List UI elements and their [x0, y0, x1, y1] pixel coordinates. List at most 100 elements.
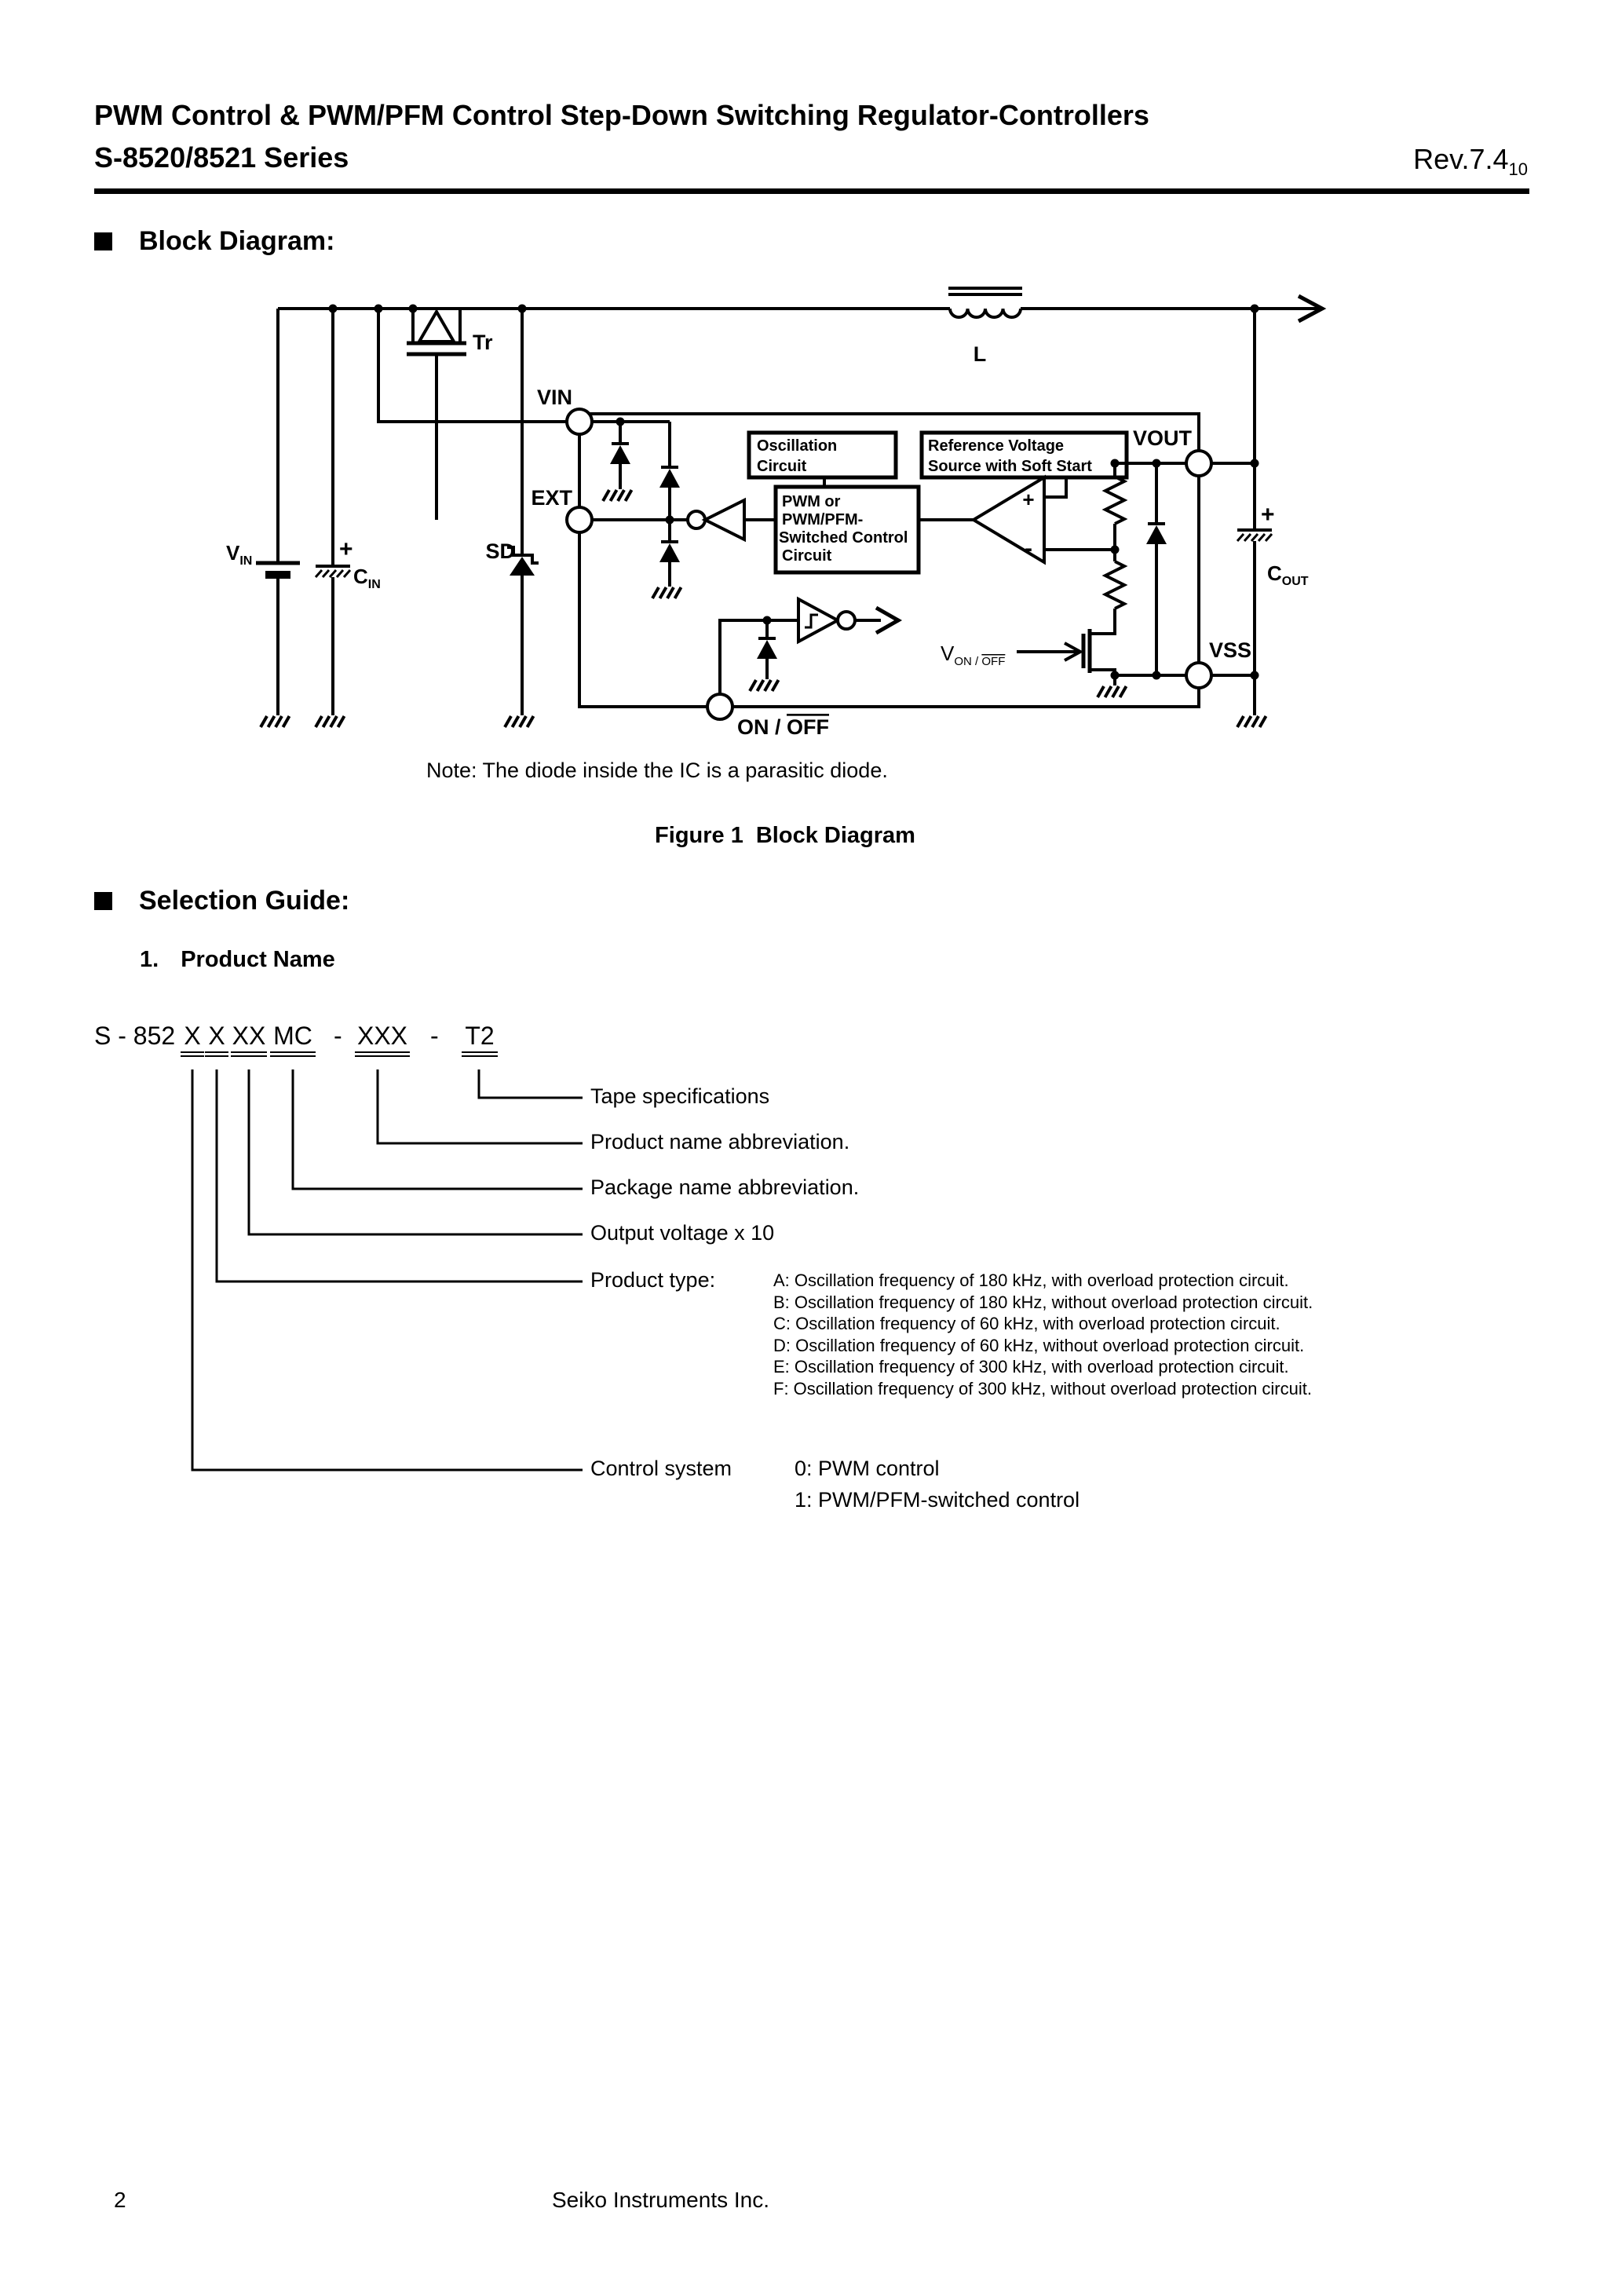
von-off-label: VON / OFF — [941, 642, 1005, 668]
series-title: S-8520/8521 Series — [94, 141, 349, 174]
square-bullet-icon — [94, 892, 112, 910]
product-code-seg-name: XXX — [355, 1022, 410, 1057]
product-type-item: C: Oscillation frequency of 60 kHz, with… — [773, 1314, 1280, 1333]
header-rule — [94, 188, 1529, 194]
reference-label-2: Source with Soft Start — [928, 458, 1092, 475]
page-number: 2 — [114, 2188, 126, 2212]
pwm-label-1: PWM or — [782, 493, 841, 510]
schmitt-bubble-icon — [836, 610, 857, 631]
output-arrow-icon — [1297, 294, 1327, 324]
reference-label-1: Reference Voltage — [928, 437, 1064, 455]
inductor-coil-icon — [948, 308, 1022, 319]
parasitic-diode-icon — [610, 445, 630, 464]
footer-company: Seiko Instruments Inc. — [552, 2188, 770, 2212]
product-code-dash: - — [334, 1022, 342, 1050]
square-bullet-icon — [94, 232, 112, 250]
divider-bottom-lead — [1090, 609, 1116, 635]
onoff-pin — [706, 693, 734, 721]
product-type-list: A: Oscillation frequency of 180 kHz, wit… — [773, 1270, 1313, 1399]
pwm-label-2: PWM/PFM- — [782, 511, 863, 528]
vin-source-label: VIN — [226, 541, 252, 568]
vout-pin — [1185, 449, 1213, 477]
block-diagram-figure: L VIN + CIN Tr SD — [226, 287, 1327, 739]
resistor-icon — [1101, 475, 1128, 525]
product-type-item: E: Oscillation frequency of 300 kHz, wit… — [773, 1357, 1289, 1377]
cout-label: COUT — [1267, 561, 1309, 588]
hysteresis-icon — [805, 613, 818, 629]
cin-label: CIN — [353, 565, 381, 591]
driver-inverter-icon — [701, 497, 746, 543]
inductor-label: L — [974, 342, 987, 366]
gate-arrow-icon — [1064, 642, 1084, 662]
ext-pin-label: EXT — [531, 486, 572, 510]
vout-pin-label: VOUT — [1133, 426, 1193, 450]
figure-title: Block Diagram — [755, 823, 915, 848]
tr-stubs — [411, 309, 462, 343]
product-code-dash: - — [430, 1022, 439, 1050]
tr-label: Tr — [473, 331, 493, 354]
error-amplifier-icon — [970, 474, 1046, 565]
revision: Rev.7.410 — [1413, 143, 1528, 180]
oscillation-label-1: Oscillation — [757, 437, 837, 455]
ref-amp-connector — [1044, 477, 1068, 499]
amp-minus-sign: - — [1025, 536, 1032, 561]
product-code-prefix: S - 852 — [94, 1022, 176, 1050]
product-code-seg-package: MC — [270, 1022, 316, 1057]
vin-pin — [565, 408, 594, 436]
cin-plus-sign: + — [339, 536, 353, 562]
resistor-icon — [1101, 560, 1128, 610]
pwm-label-3: Switched Control — [779, 529, 908, 547]
vin-pin-wire — [377, 309, 567, 423]
product-type-item: B: Oscillation frequency of 180 kHz, wit… — [773, 1292, 1313, 1312]
block-diagram-heading-text: Block Diagram: — [139, 226, 335, 256]
product-code-seg-type: X — [205, 1022, 228, 1057]
amp-plus-sign: + — [1022, 488, 1034, 511]
junction-dots — [328, 304, 1259, 680]
oscillation-circuit-block — [747, 430, 898, 480]
cout-hatched-plate — [1236, 533, 1273, 542]
schmitt-trigger-icon — [797, 596, 842, 645]
pwm-control-block — [773, 484, 921, 575]
block-diagram-heading: Block Diagram: — [94, 226, 334, 257]
parasitic-diode-icon — [659, 469, 680, 488]
product-type-item: F: Oscillation frequency of 300 kHz, wit… — [773, 1378, 1312, 1398]
figure-number: Figure 1 — [655, 823, 743, 848]
selection-guide-heading-text: Selection Guide: — [139, 886, 350, 916]
callout-package: Package name abbreviation. — [590, 1175, 860, 1199]
schmitt-arrow-icon — [875, 605, 903, 635]
onoff-pin-label: ON / OFF — [737, 715, 829, 739]
battery-short-plate — [265, 571, 290, 579]
product-type-item: D: Oscillation frequency of 60 kHz, with… — [773, 1335, 1305, 1355]
onoff-wire — [718, 619, 799, 694]
vss-pin — [1185, 661, 1213, 689]
parasitic-diode-icon — [757, 640, 777, 659]
callout-lines — [191, 1069, 583, 1472]
pwm-label-4: Circuit — [782, 547, 832, 565]
oscillation-label-2: Circuit — [757, 458, 807, 475]
sd-cathode-bar — [507, 546, 539, 565]
figure-caption: Figure 1 Block Diagram — [94, 823, 1476, 849]
page-title: PWM Control & PWM/PFM Control Step-Down … — [94, 99, 1149, 131]
callout-control-system: Control system — [590, 1457, 732, 1480]
reference-voltage-block — [919, 430, 1129, 480]
revision-subscript: 10 — [1508, 159, 1528, 180]
product-name-heading: 1. Product Name — [140, 947, 335, 973]
callout-output-voltage: Output voltage x 10 — [590, 1221, 775, 1245]
inductor-core-icon — [948, 287, 1022, 296]
ext-pin — [565, 506, 594, 534]
product-code-seg-control: X — [181, 1022, 204, 1057]
sd-label: SD — [485, 539, 515, 563]
callout-product-name: Product name abbreviation. — [590, 1130, 850, 1153]
control-option-1: 1: PWM/PFM-switched control — [795, 1488, 1080, 1512]
product-code-seg-tape: T2 — [462, 1022, 498, 1057]
sd-diode-icon — [510, 557, 535, 576]
product-code-seg-voltage: XX — [231, 1022, 267, 1057]
cin-hatched-plate — [314, 569, 352, 578]
vin-pin-label: VIN — [537, 386, 572, 409]
control-option-0: 0: PWM control — [795, 1457, 940, 1480]
callout-tape: Tape specifications — [590, 1084, 770, 1108]
callout-product-type: Product type: — [590, 1268, 716, 1292]
vss-pin-label: VSS — [1209, 638, 1251, 662]
revision-text: Rev.7.4 — [1413, 143, 1509, 175]
product-name-text: Product Name — [181, 947, 335, 972]
